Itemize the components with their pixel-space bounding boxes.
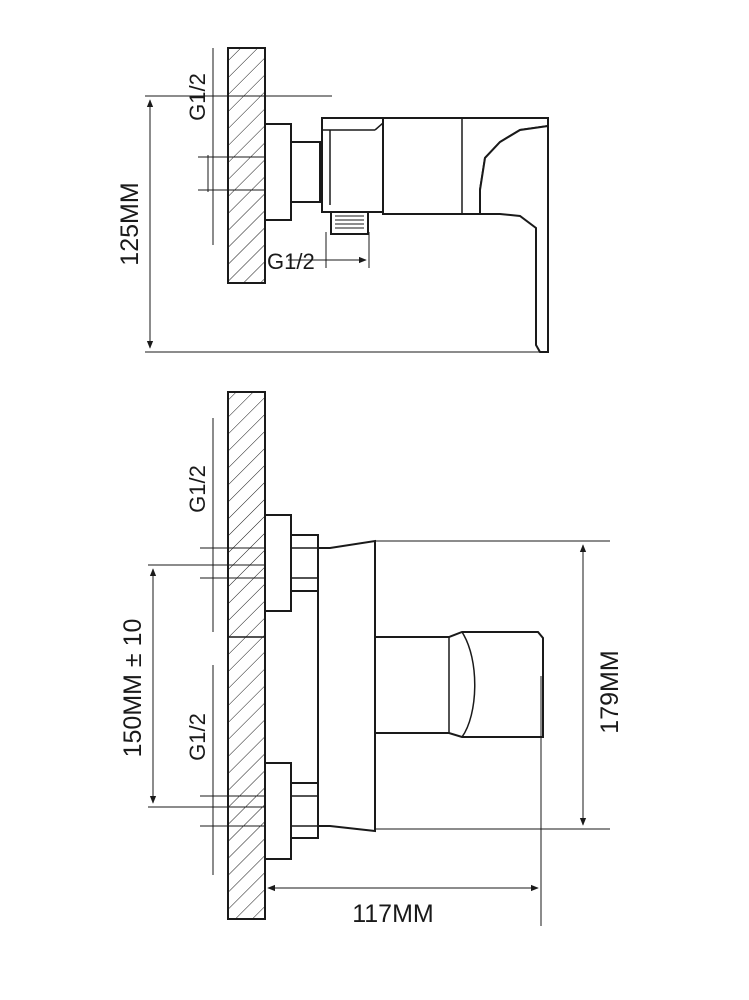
front-height-label: 179MM [596,650,624,733]
top-thread-vertical-label: G1/2 [185,73,210,121]
front-upper-flange [264,514,292,612]
top-flange [264,123,292,221]
front-width-label: 117MM [352,900,434,928]
front-lower-flange [264,762,292,860]
front-wall-section [227,391,266,920]
front-upper-nut [290,534,319,592]
front-valve-body [317,539,376,833]
front-thread-upper-label: G1/2 [185,465,210,513]
front-handle [374,631,544,738]
front-lower-nut [290,782,319,839]
top-handle-lever [479,124,549,353]
top-nut [290,141,321,203]
top-valve-block [321,117,384,213]
top-view: 125MM G1/2 G1/2 [116,47,549,353]
top-wall-section [227,47,266,284]
top-outlet-fitting [330,211,369,235]
front-thread-lower-label: G1/2 [185,713,210,761]
top-thread-horizontal-label: G1/2 [267,249,315,274]
top-height-label: 125MM [116,182,144,265]
front-spacing-label: 150MM ± 10 [119,619,147,758]
front-view: 150MM ± 10 G1/2 G1/2 179MM 117MM [119,391,624,928]
